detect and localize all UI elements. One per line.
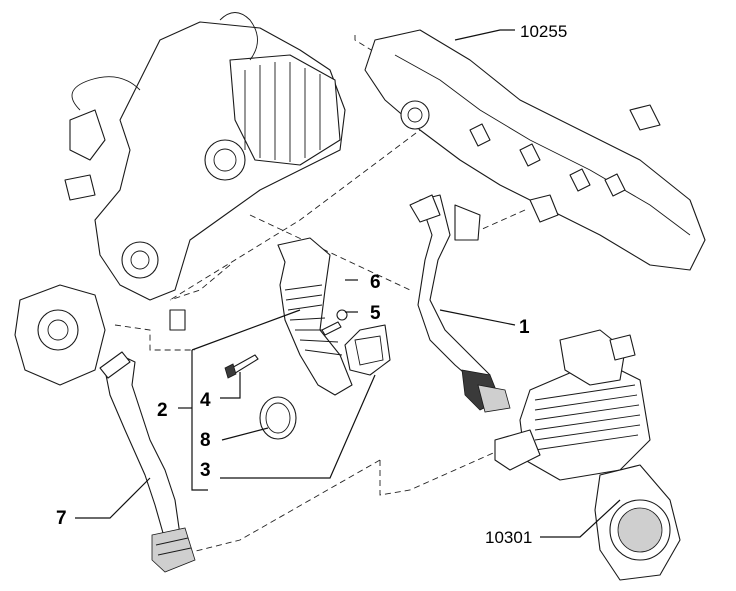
- callout-7: 7: [56, 508, 67, 529]
- callout-3: 3: [200, 460, 211, 481]
- callout-labels: 1 2 3 4 5 6 7 8 10255 10301: [56, 22, 567, 547]
- ref-manifold-number: 10255: [520, 22, 567, 41]
- callout-4: 4: [200, 390, 211, 411]
- callout-5: 5: [370, 303, 381, 324]
- callout-8: 8: [200, 430, 211, 451]
- part-4-bolt: [224, 354, 259, 379]
- callout-2: 2: [157, 400, 168, 421]
- ref-cooler-number: 10301: [485, 528, 532, 547]
- part-5-6-fasteners: [321, 309, 348, 336]
- callout-1: 1: [519, 317, 530, 338]
- part-1-coolant-hose: [409, 194, 511, 413]
- part-2-egr-pipe: [277, 237, 391, 396]
- oil-cooler-assembly: [494, 329, 681, 581]
- part-7-hose: [99, 351, 196, 573]
- callout-6: 6: [370, 272, 381, 293]
- leader-lines: [75, 29, 621, 538]
- part-8-gasket-ring: [259, 396, 297, 440]
- intake-manifold: [364, 29, 706, 271]
- egr-valve-assembly: [14, 12, 346, 386]
